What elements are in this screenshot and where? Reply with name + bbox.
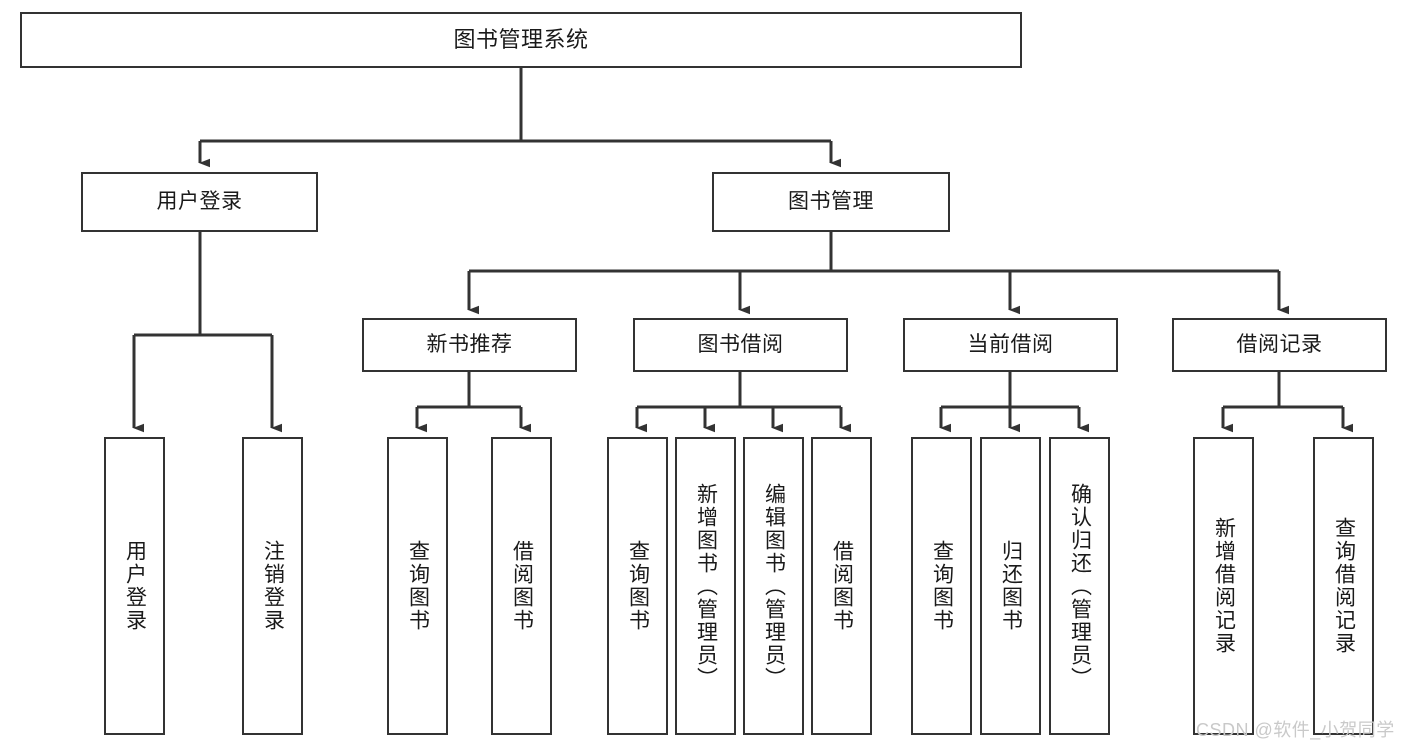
node-leaf-user-login[interactable]: 用户登录 — [104, 437, 165, 735]
node-leaf-query-book-3[interactable]: 查询图书 — [911, 437, 972, 735]
node-leaf-user-login-label: 用户登录 — [123, 540, 147, 632]
node-leaf-query-book-1-label: 查询图书 — [406, 540, 430, 632]
node-leaf-query-book-1[interactable]: 查询图书 — [387, 437, 448, 735]
node-leaf-return-book[interactable]: 归还图书 — [980, 437, 1041, 735]
node-current-borrow[interactable]: 当前借阅 — [903, 318, 1118, 372]
node-leaf-edit-book[interactable]: 编辑图书（管理员） — [743, 437, 804, 735]
node-borrow-record-label: 借阅记录 — [1236, 332, 1323, 356]
node-leaf-query-book-2-label: 查询图书 — [626, 540, 650, 632]
node-borrow-record[interactable]: 借阅记录 — [1172, 318, 1387, 372]
node-leaf-add-book[interactable]: 新增图书（管理员） — [675, 437, 736, 735]
node-new-book-recommend-label: 新书推荐 — [426, 332, 513, 356]
node-leaf-query-book-2[interactable]: 查询图书 — [607, 437, 668, 735]
node-leaf-borrow-book-1[interactable]: 借阅图书 — [491, 437, 552, 735]
node-leaf-borrow-book-2-label: 借阅图书 — [830, 540, 854, 632]
node-leaf-add-record-label: 新增借阅记录 — [1212, 517, 1236, 655]
node-user-login[interactable]: 用户登录 — [81, 172, 318, 232]
node-book-manage[interactable]: 图书管理 — [712, 172, 950, 232]
node-leaf-confirm-return[interactable]: 确认归还（管理员） — [1049, 437, 1110, 735]
node-current-borrow-label: 当前借阅 — [967, 332, 1054, 356]
node-leaf-edit-book-label: 编辑图书（管理员） — [762, 482, 786, 690]
node-leaf-borrow-book-2[interactable]: 借阅图书 — [811, 437, 872, 735]
node-book-borrow[interactable]: 图书借阅 — [633, 318, 848, 372]
node-user-login-label: 用户登录 — [156, 189, 243, 213]
node-root-label: 图书管理系统 — [453, 27, 589, 53]
node-leaf-logout-login[interactable]: 注销登录 — [242, 437, 303, 735]
node-leaf-add-record[interactable]: 新增借阅记录 — [1193, 437, 1254, 735]
node-new-book-recommend[interactable]: 新书推荐 — [362, 318, 577, 372]
node-leaf-query-book-3-label: 查询图书 — [930, 540, 954, 632]
node-leaf-query-record-label: 查询借阅记录 — [1332, 517, 1356, 655]
node-leaf-logout-login-label: 注销登录 — [261, 540, 285, 632]
node-leaf-confirm-return-label: 确认归还（管理员） — [1068, 482, 1092, 690]
node-book-borrow-label: 图书借阅 — [697, 332, 784, 356]
node-leaf-borrow-book-1-label: 借阅图书 — [510, 540, 534, 632]
node-book-manage-label: 图书管理 — [788, 189, 874, 213]
watermark-csdn: CSDN @软件_小贺同学 — [1196, 720, 1395, 740]
node-leaf-return-book-label: 归还图书 — [999, 540, 1023, 632]
node-root-book-management-system[interactable]: 图书管理系统 — [20, 12, 1022, 68]
node-leaf-add-book-label: 新增图书（管理员） — [694, 482, 718, 690]
node-leaf-query-record[interactable]: 查询借阅记录 — [1313, 437, 1374, 735]
